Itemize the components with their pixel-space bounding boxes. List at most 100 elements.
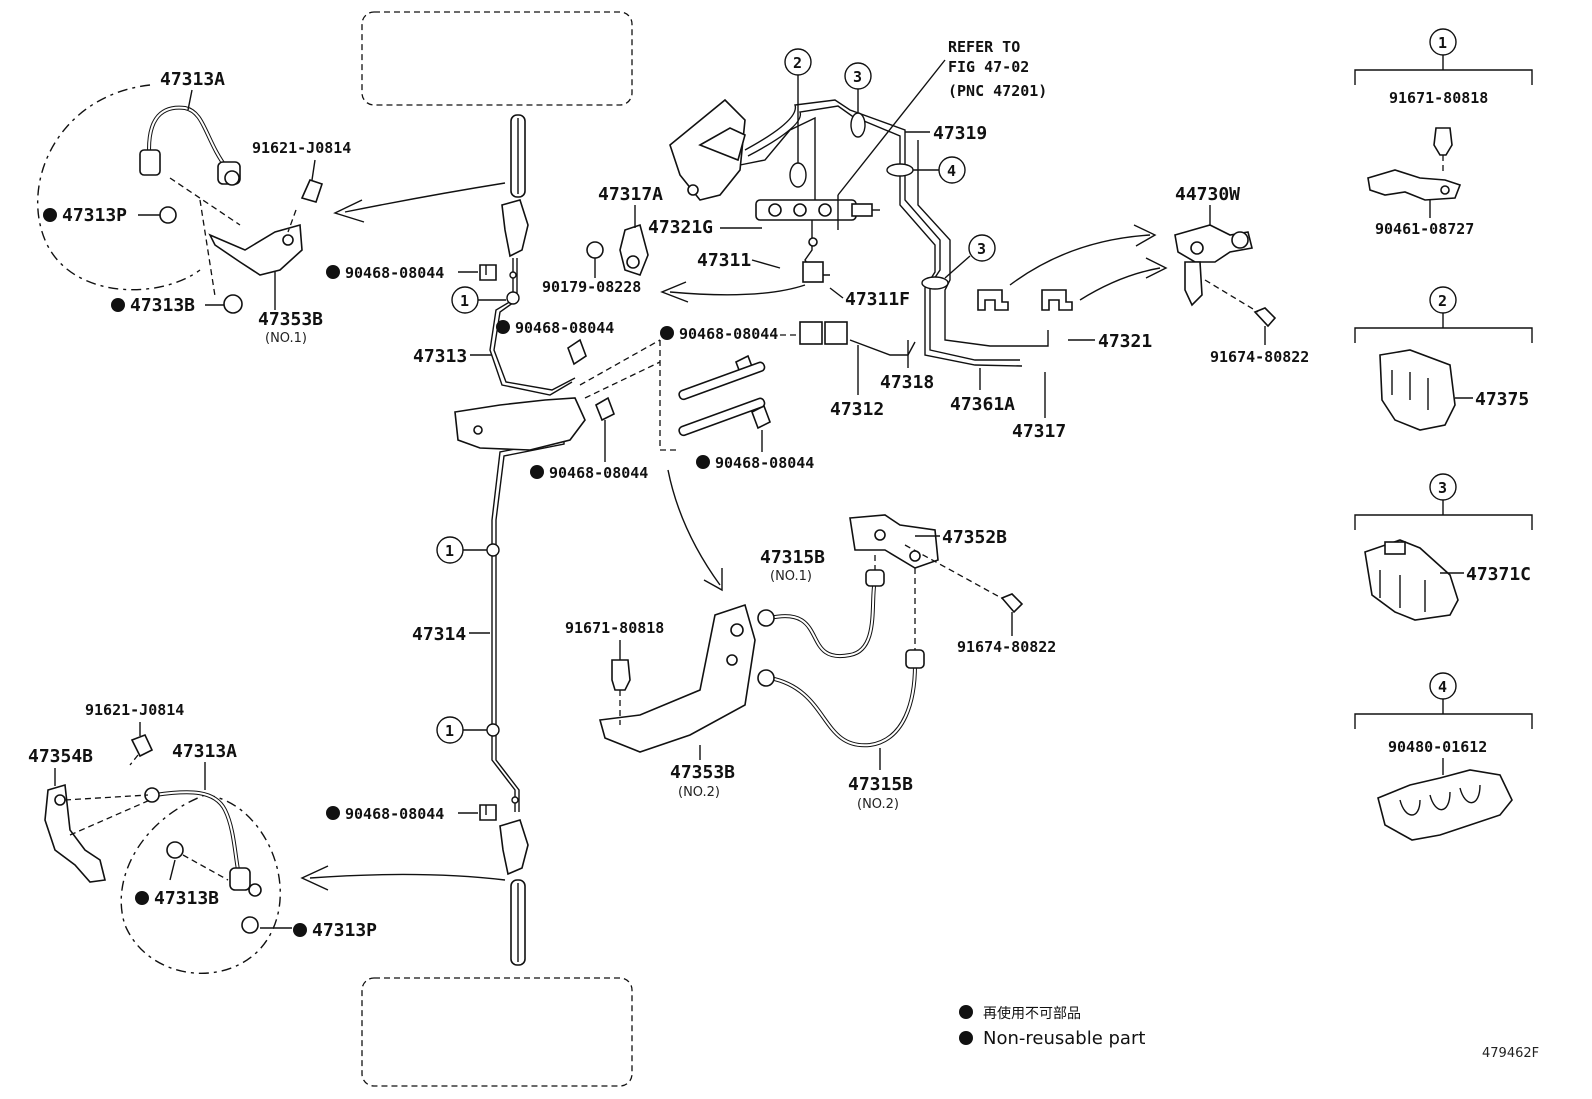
figure-id: 479462F [1482,1046,1539,1061]
top-left-bolt-47313B [223,294,243,314]
sidebar-g4-part: 90480-01612 [1388,738,1487,756]
label-90179: 90179-08228 [542,278,641,296]
top-left-flex-hose [139,105,241,186]
bracket-47353B-no2 [598,603,756,753]
sidebar-bracket-1 [1354,69,1533,85]
top-axle-rod [510,114,526,198]
sidebar-g1-part: 91671-80818 [1389,89,1488,107]
clip-90468-b [567,338,587,366]
label-91674-top: 91674-80822 [1210,348,1309,366]
label-47353B-bot: 47353B [670,762,735,783]
label-47312: 47312 [830,399,884,420]
bottom-axle-bracket [499,819,529,876]
clip-marker-4 [886,163,914,177]
label-90468-e: 90468-08044 [715,454,814,472]
arrow-to-44730W-b [1079,267,1161,301]
label-47354B: 47354B [28,746,93,767]
sidebar-bracket-4 [1354,713,1533,729]
label-47352B: 47352B [942,527,1007,548]
legend-dot-en [959,1031,973,1045]
arrow-to-44730W-b-head [1145,257,1168,279]
front-hose-47315B-no1 [757,569,885,659]
clip-marker-2 [789,162,807,188]
label-91674-mid: 91674-80822 [957,638,1056,656]
top-left-dashed-ellipse [36,84,201,291]
joint-47311F [802,237,824,283]
label-47315B-2: 47315B [848,774,913,795]
sidebar-g1-bolt [1433,127,1453,156]
svg-text:1: 1 [460,292,469,310]
label-47315B-1: 47315B [760,547,825,568]
label-90468-d: 90468-08044 [679,325,778,343]
refer-line-2: FIG 47-02 [948,58,1029,76]
label-47315B-2-sub: (NO.2) [857,797,899,812]
label-47311F: 47311F [845,289,910,310]
svg-text:2: 2 [793,54,802,72]
sidebar-g4-clip [1377,769,1513,841]
label-90468-f: 90468-08044 [345,805,444,823]
clamp-left [977,289,1009,311]
label-47315B-1-sub: (NO.1) [770,569,812,584]
nonreusable-dot [496,320,510,334]
label-91621-top: 91621-J0814 [252,139,351,157]
nonreusable-dot [326,265,340,279]
label-47313A-bot: 47313A [172,741,237,762]
bottom-left-nut-47313P [241,916,259,934]
svg-text:3: 3 [977,240,986,258]
clamp-right [1041,289,1073,311]
label-47317A: 47317A [598,184,663,205]
clip-90468-a [479,264,497,281]
svg-text:2: 2 [1438,292,1447,310]
nonreusable-dot [135,891,149,905]
top-axle-box [361,11,633,106]
legend-dot-cn [959,1005,973,1019]
bottom-left-dashed-ellipse [120,794,281,975]
svg-text:1: 1 [445,542,454,560]
label-47313P-top: 47313P [62,205,127,226]
label-91671-mid: 91671-80818 [565,619,664,637]
label-47321G: 47321G [648,217,713,238]
top-left-nut-47313P [159,206,177,224]
label-47313B-top: 47313B [130,295,195,316]
svg-text:3: 3 [853,68,862,86]
legend-cn-text: 再使用不可部品 [983,1005,1081,1022]
top-left-arrow [344,182,506,213]
sidebar-g2-clip [1379,349,1456,431]
bottom-left-arrow-head [300,865,329,891]
sidebar-g1-part2: 90461-08727 [1375,220,1474,238]
label-47313: 47313 [413,346,467,367]
label-47321: 47321 [1098,331,1152,352]
clip-90468-f [479,804,497,821]
master-cylinder-bracket [669,98,746,201]
svg-text:4: 4 [947,162,956,180]
label-47353B-top-sub: (NO.1) [265,331,307,346]
label-47313B-bot: 47313B [154,888,219,909]
bottom-axle-rod [510,879,526,966]
clip-marker-3a [850,112,866,138]
left-arrow-to-90179-head [660,281,689,303]
label-90468-b: 90468-08044 [515,319,614,337]
bottom-axle-box [361,977,633,1087]
top-axle-bracket [501,199,529,258]
arrow-to-44730W-a [1009,234,1151,286]
bottom-left-arrow [309,873,506,881]
sidebar-g3-clip [1364,539,1459,621]
nut-90179 [586,241,604,259]
arrow-to-44730W-a-head [1133,224,1157,247]
label-90468-c: 90468-08044 [549,464,648,482]
label-90468-a: 90468-08044 [345,264,444,282]
nonreusable-dot [660,326,674,340]
middle-tube-rods [678,361,766,437]
label-47318: 47318 [880,372,934,393]
center-rear-bracket [454,397,586,451]
label-44730W: 44730W [1175,184,1240,205]
nonreusable-dot [530,465,544,479]
top-left-bolt-91621 [300,179,324,203]
master-brake-lines [739,99,1049,367]
refer-line-3: (PNC 47201) [948,82,1047,100]
nonreusable-dot [326,806,340,820]
bolt-91674-top [1253,307,1277,328]
label-47313P-bot: 47313P [312,920,377,941]
label-47317: 47317 [1012,421,1066,442]
